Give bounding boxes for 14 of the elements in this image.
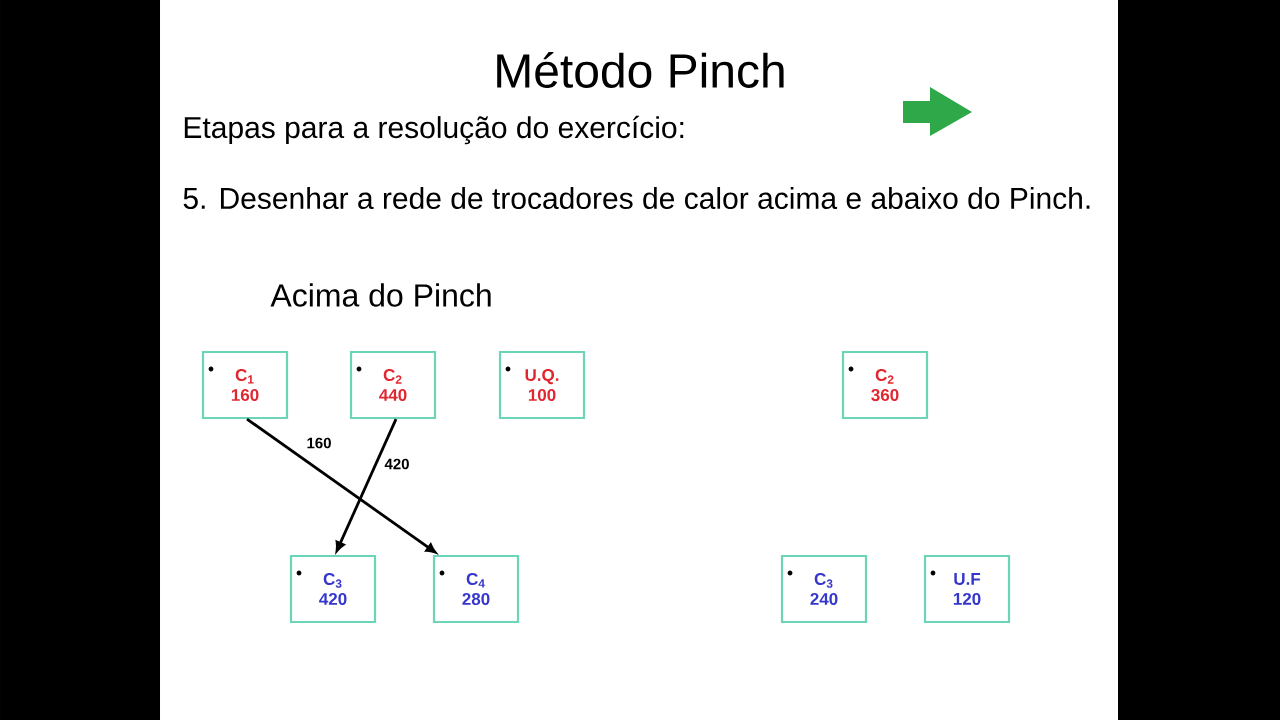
title: Método Pinch <box>497 52 784 88</box>
value-box: C$_{1}$ 160 <box>201 350 289 420</box>
step-text: 5. Desenhar a rede de trocadores de calor acima e abaixo do Pinch. <box>183 187 1090 209</box>
value-box: C$_{3}$ 240 <box>780 554 868 624</box>
value-box: U.F 120 <box>923 554 1011 624</box>
value-box: C$_{2}$ 360 <box>841 350 929 420</box>
value-box: C$_{4}$ 280 <box>432 554 520 624</box>
value-box: C$_{3}$ 420 <box>289 554 377 624</box>
section-heading: Acima do Pinch <box>270 283 491 307</box>
value-box: U.Q. 100 <box>498 350 586 420</box>
step-text: Etapas para a resolução do exercício: <box>184 115 684 145</box>
arrow <box>335 418 398 552</box>
arrow <box>246 417 437 554</box>
value-box: C$_{2}$ 440 <box>349 350 437 420</box>
